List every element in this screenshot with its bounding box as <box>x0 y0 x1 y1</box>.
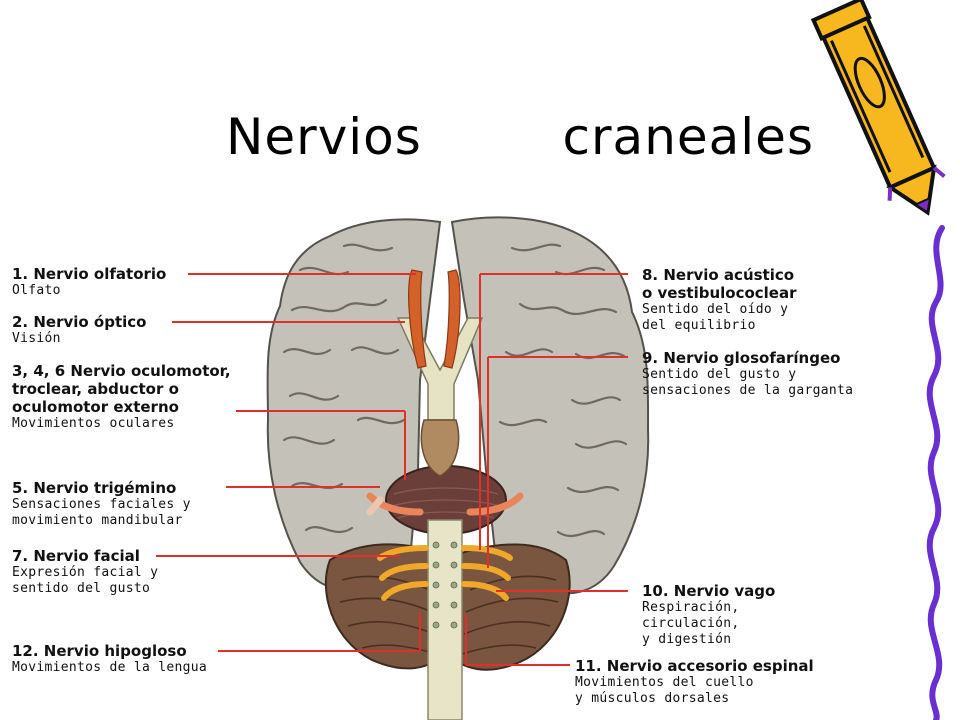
olfactory-bulb-left <box>408 269 427 369</box>
label-glossopharyngeal-nerve: 9. Nervio glosofaríngeo Sentido del gust… <box>642 349 854 398</box>
brain-sulci <box>282 243 628 538</box>
spinal-cord <box>427 519 463 720</box>
label-hypoglossal-nerve: 12. Nervio hipogloso Movimientos de la l… <box>12 642 208 675</box>
olfactory-bulb-right <box>443 269 461 369</box>
label-oculomotor-nerve: 3, 4, 6 Nervio oculomotor, troclear, abd… <box>12 362 231 431</box>
pituitary <box>420 419 460 477</box>
label-spinal-accessory-nerve: 11. Nervio accesorio espinal Movimientos… <box>575 657 814 706</box>
leader-lines <box>156 273 628 666</box>
label-vestibulocochlear-nerve: 8. Nervio acústico o vestibulococlear Se… <box>642 266 797 333</box>
decorative-squiggle <box>926 225 945 720</box>
label-vagus-nerve: 10. Nervio vago Respiración, circulación… <box>642 582 776 647</box>
diagram-title: Nervios craneales <box>225 108 814 166</box>
label-optic-nerve: 2. Nervio óptico Visión <box>12 313 147 346</box>
pencil-icon <box>810 0 946 216</box>
label-trigeminal-nerve: 5. Nervio trigémino Sensaciones faciales… <box>12 479 191 528</box>
spinal-roots <box>432 541 458 629</box>
label-olfactory-nerve: 1. Nervio olfatorio Olfato <box>12 265 167 298</box>
label-facial-nerve: 7. Nervio facial Expresión facial y sent… <box>12 547 159 596</box>
